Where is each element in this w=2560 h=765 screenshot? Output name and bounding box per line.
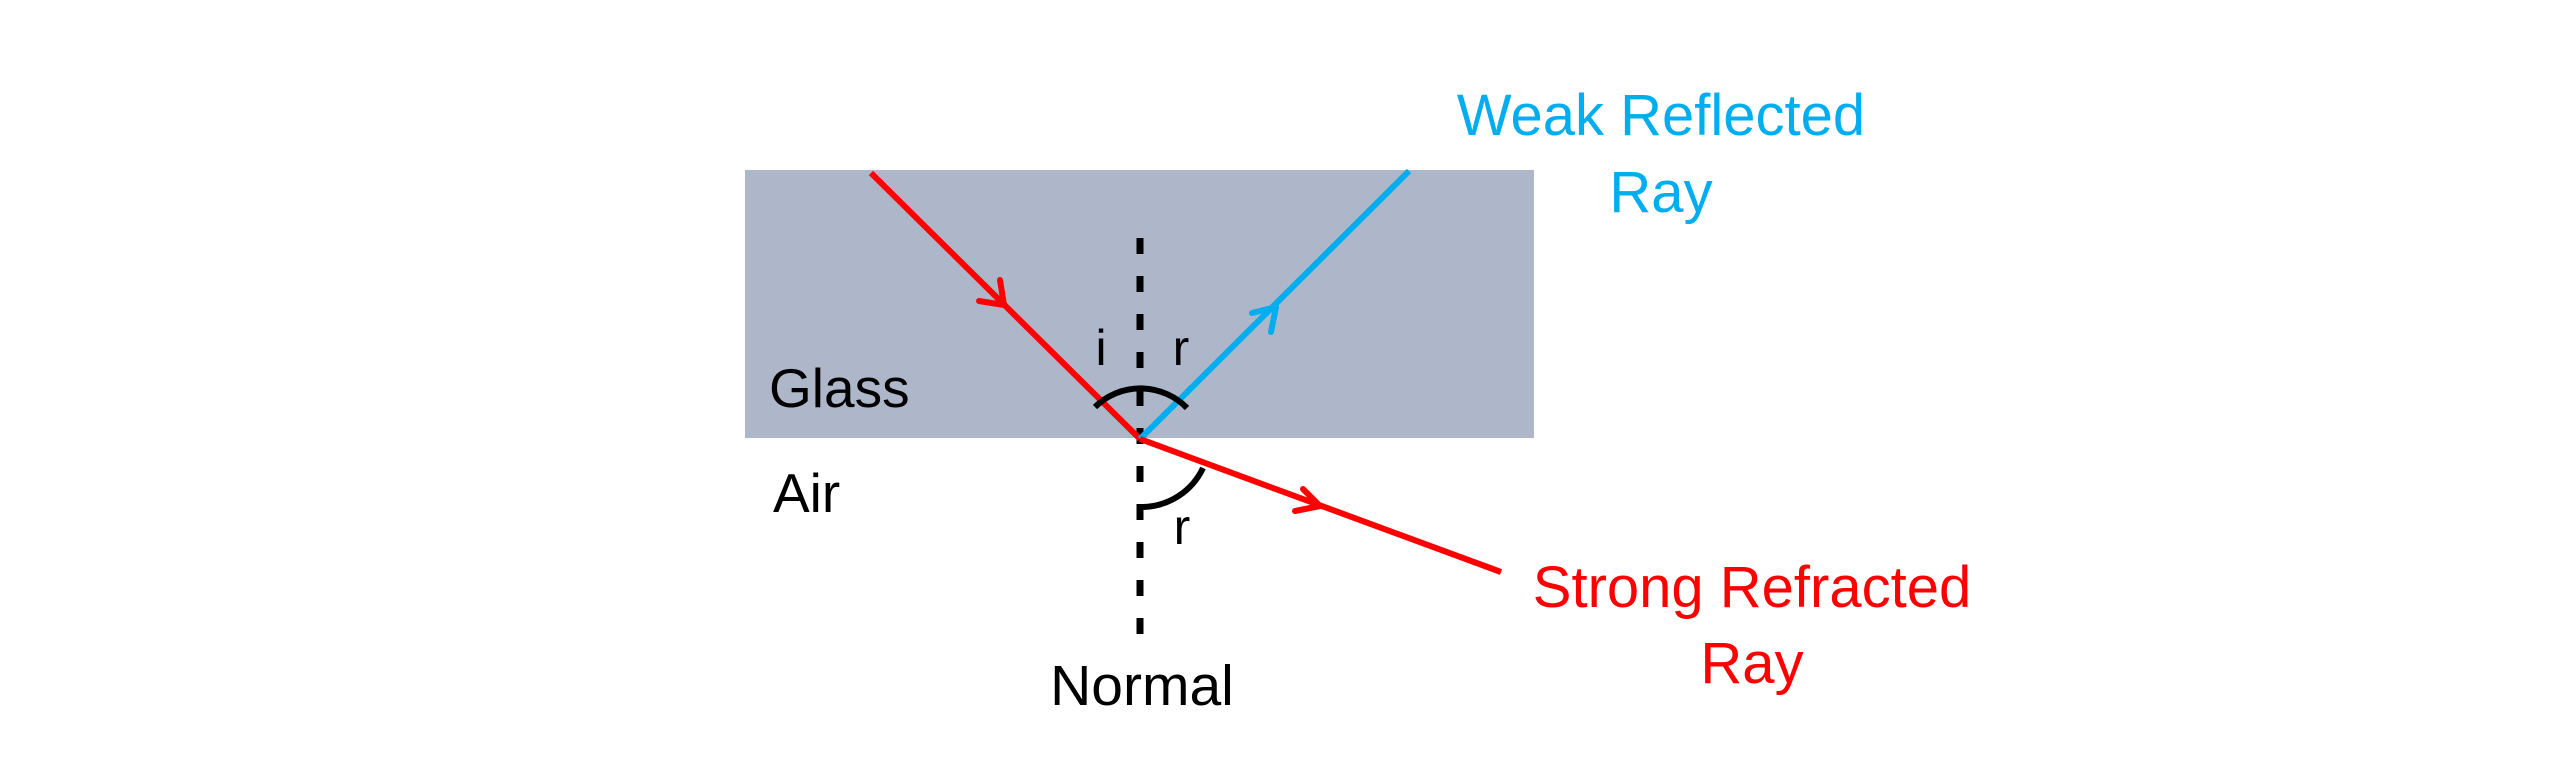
angle-arc-incidence-reflection [1092, 385, 1190, 411]
angle-label-reflection: r [1173, 320, 1190, 376]
angle-arc-refraction [1142, 466, 1206, 510]
normal-label: Normal [1050, 654, 1234, 718]
glass-label: Glass [769, 357, 910, 419]
air-label: Air [773, 462, 840, 524]
refracted-arrowhead [1292, 486, 1323, 514]
incident-arrowhead [976, 277, 1007, 308]
angle-label-incidence: i [1095, 320, 1106, 376]
reflected-ray-label-line2: Ray [1609, 160, 1712, 225]
reflected-ray-label-line1: Weak Reflected [1457, 83, 1865, 148]
angle-label-refraction: r [1174, 499, 1191, 555]
reflected-arrowhead [1249, 304, 1279, 335]
refracted-ray-label-line2: Ray [1700, 631, 1803, 696]
refracted-ray-label-line1: Strong Refracted [1533, 555, 1971, 620]
